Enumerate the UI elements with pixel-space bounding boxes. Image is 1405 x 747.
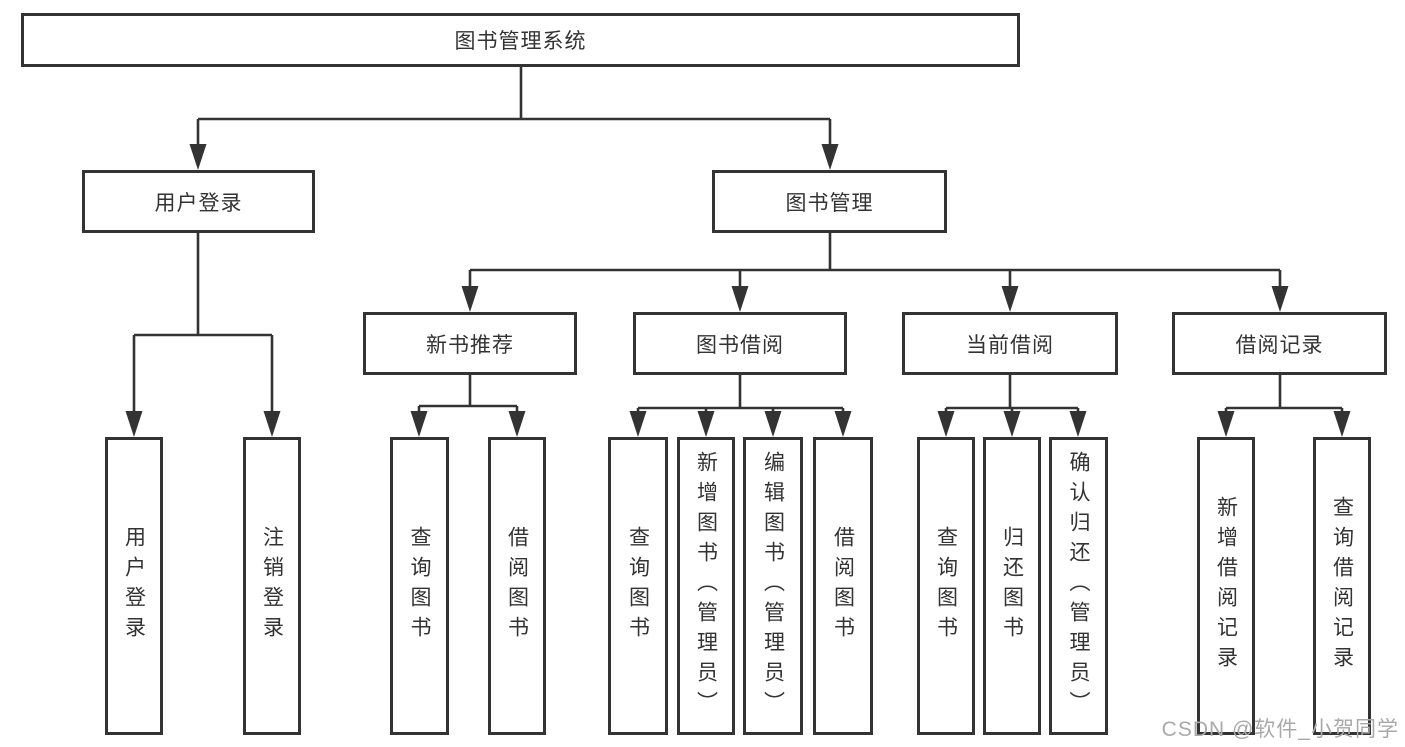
connector-user-login-children (125, 233, 281, 437)
node-leaf-borrow-books-1: 借阅图书 (488, 437, 546, 735)
node-leaf-edit-books-admin: 编辑图书（管理员） (743, 437, 803, 735)
node-leaf-borrow-books-2: 借阅图书 (813, 437, 873, 735)
connector-root-to-level2 (189, 66, 839, 170)
node-book-borrow: 图书借阅 (633, 312, 847, 375)
connector-book-management-children (461, 233, 1289, 312)
node-leaf-add-books-admin: 新增图书（管理员） (677, 437, 735, 735)
connector-borrow-records-children (1217, 375, 1351, 437)
node-new-book-recommend: 新书推荐 (363, 312, 577, 375)
connector-current-borrow-children (937, 375, 1087, 437)
node-leaf-query-books-3: 查询图书 (917, 437, 975, 735)
node-leaf-add-borrow-record: 新增借阅记录 (1197, 437, 1255, 735)
node-leaf-logout: 注销登录 (243, 437, 301, 735)
node-leaf-query-borrow-record: 查询借阅记录 (1313, 437, 1371, 735)
node-book-management: 图书管理 (712, 170, 947, 233)
node-borrow-records: 借阅记录 (1172, 312, 1387, 375)
node-leaf-user-login: 用户登录 (105, 437, 163, 735)
node-user-login: 用户登录 (82, 170, 315, 233)
csdn-watermark: CSDN @软件_小贺同学 (1161, 718, 1399, 741)
connector-book-borrow-children (629, 375, 852, 437)
node-leaf-confirm-return-admin: 确认归还（管理员） (1049, 437, 1108, 735)
connector-new-book-children (410, 375, 526, 437)
node-leaf-return-books: 归还图书 (983, 437, 1041, 735)
node-root-system: 图书管理系统 (21, 13, 1020, 67)
node-current-borrow: 当前借阅 (902, 312, 1118, 375)
node-leaf-query-books-1: 查询图书 (390, 437, 449, 735)
node-leaf-query-books-2: 查询图书 (608, 437, 668, 735)
